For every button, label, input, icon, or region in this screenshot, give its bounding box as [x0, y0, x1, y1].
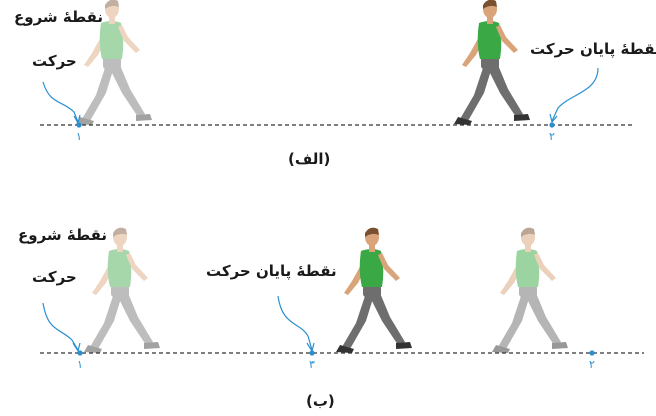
marker-end-label-a: ۲	[549, 130, 555, 143]
end-label-a: نقطهٔ پایان حرکت	[530, 40, 656, 58]
marker-end-dot-b	[589, 350, 595, 356]
start-arrow-a	[42, 81, 79, 123]
caption-a: (الف)	[288, 150, 331, 168]
end-arrow-b	[277, 295, 313, 351]
end-label-b: نقطهٔ پایان حرکت	[206, 262, 337, 280]
walker-faded-b-end	[492, 227, 568, 353]
marker-mid-label-b: ۳	[309, 358, 315, 371]
marker-end-label-b: ۲	[589, 358, 595, 371]
start-label-line1-a: نقطهٔ شروع	[14, 8, 104, 26]
start-arrow-b	[42, 302, 79, 351]
marker-start-dot-b	[77, 350, 83, 356]
marker-start-label-a: ۱	[76, 130, 82, 143]
caption-b: (ب)	[306, 392, 335, 410]
walker-faded-b-start	[84, 227, 160, 353]
start-label-line2-b: حرکت	[32, 268, 77, 286]
walker-a	[454, 0, 530, 125]
walker-b	[336, 227, 412, 353]
marker-start-label-b: ۱	[77, 358, 83, 371]
start-label-line2-a: حرکت	[32, 52, 77, 70]
marker-mid-dot-b	[309, 350, 315, 356]
marker-start-dot-a	[76, 122, 82, 128]
start-label-line1-b: نقطهٔ شروع	[18, 226, 108, 244]
end-arrow-a	[551, 67, 599, 122]
marker-end-dot-a	[549, 122, 555, 128]
